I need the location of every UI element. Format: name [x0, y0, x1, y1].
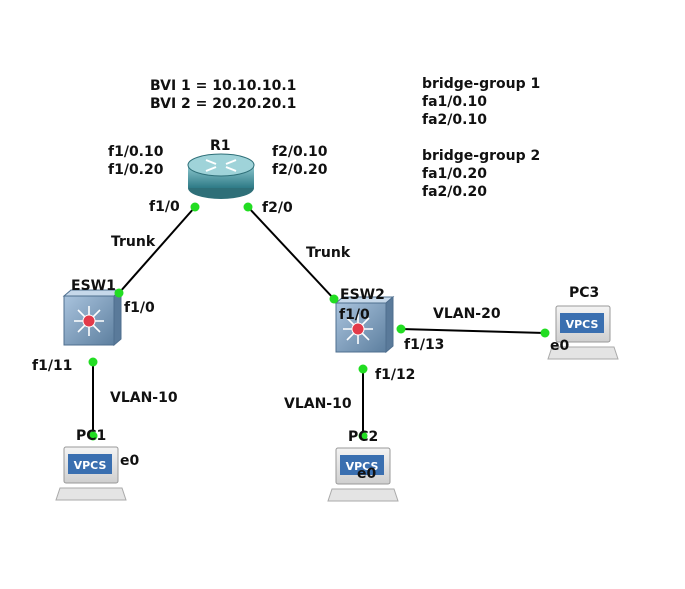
esw1-port-f10: f1/0 [124, 300, 155, 316]
esw1-name: ESW1 [71, 278, 116, 294]
port-dot[interactable] [243, 202, 253, 212]
port-dot[interactable] [358, 364, 368, 374]
pc1-port-e0: e0 [120, 453, 139, 469]
pc-pc2[interactable]: VPCS [327, 447, 399, 502]
r1-name: R1 [210, 138, 231, 154]
pc3-badge: VPCS [566, 318, 599, 331]
link-label-esw1-pc1: VLAN-10 [110, 390, 178, 406]
r1-subif-left-1: f1/0.10 [108, 144, 164, 160]
pc3-port-e0: e0 [550, 338, 569, 354]
r1-subif-right-2: f2/0.20 [272, 162, 328, 178]
pc1-badge: VPCS [74, 459, 107, 472]
bvi-1-text: BVI 1 = 10.10.10.1 [150, 78, 296, 94]
port-dot[interactable] [329, 294, 339, 304]
link-label-r1-esw2: Trunk [306, 245, 351, 261]
bridge-group-1-title: bridge-group 1 [422, 76, 540, 92]
pc2-name: PC2 [348, 429, 378, 445]
bridge-group-1-if-2: fa2/0.10 [422, 112, 487, 128]
pc1-name: PC1 [76, 428, 106, 444]
esw1-port-f111: f1/11 [32, 358, 72, 374]
port-dots [88, 202, 550, 441]
link-r1-esw1[interactable] [118, 206, 196, 294]
r1-port-f20: f2/0 [262, 200, 293, 216]
bridge-group-2-if-2: fa2/0.20 [422, 184, 487, 200]
bridge-group-1-if-1: fa1/0.10 [422, 94, 487, 110]
esw2-port-f112: f1/12 [375, 367, 415, 383]
r1-subif-right-1: f2/0.10 [272, 144, 328, 160]
port-dot[interactable] [114, 288, 124, 298]
r1-subif-left-2: f1/0.20 [108, 162, 164, 178]
port-dot[interactable] [358, 431, 368, 441]
router-r1[interactable] [187, 153, 255, 199]
esw2-name: ESW2 [340, 287, 385, 303]
pc-pc3[interactable]: VPCS [547, 305, 619, 360]
link-label-esw2-pc2: VLAN-10 [284, 396, 352, 412]
bvi-2-text: BVI 2 = 20.20.20.1 [150, 96, 296, 112]
pc3-name: PC3 [569, 285, 599, 301]
port-dot[interactable] [88, 431, 98, 441]
switch-esw1[interactable] [62, 288, 123, 347]
port-dot[interactable] [88, 357, 98, 367]
esw2-port-f10: f1/0 [339, 307, 370, 323]
bridge-group-2-if-1: fa1/0.20 [422, 166, 487, 182]
link-r1-esw2[interactable] [247, 206, 335, 300]
port-dot[interactable] [190, 202, 200, 212]
pc2-badge: VPCS [346, 460, 379, 473]
pc-pc1[interactable]: VPCS [55, 446, 127, 501]
esw2-port-f113: f1/13 [404, 337, 444, 353]
link-esw2-pc3[interactable] [400, 328, 546, 334]
link-label-r1-esw1: Trunk [111, 234, 156, 250]
router-arrows-icon [205, 159, 237, 172]
port-dot[interactable] [540, 328, 550, 338]
port-dot[interactable] [396, 324, 406, 334]
link-label-esw2-pc3: VLAN-20 [433, 306, 501, 322]
bridge-group-2-title: bridge-group 2 [422, 148, 540, 164]
r1-port-f10: f1/0 [149, 199, 180, 215]
switch-esw2[interactable] [334, 295, 395, 354]
pc2-port-e0: e0 [357, 466, 376, 482]
